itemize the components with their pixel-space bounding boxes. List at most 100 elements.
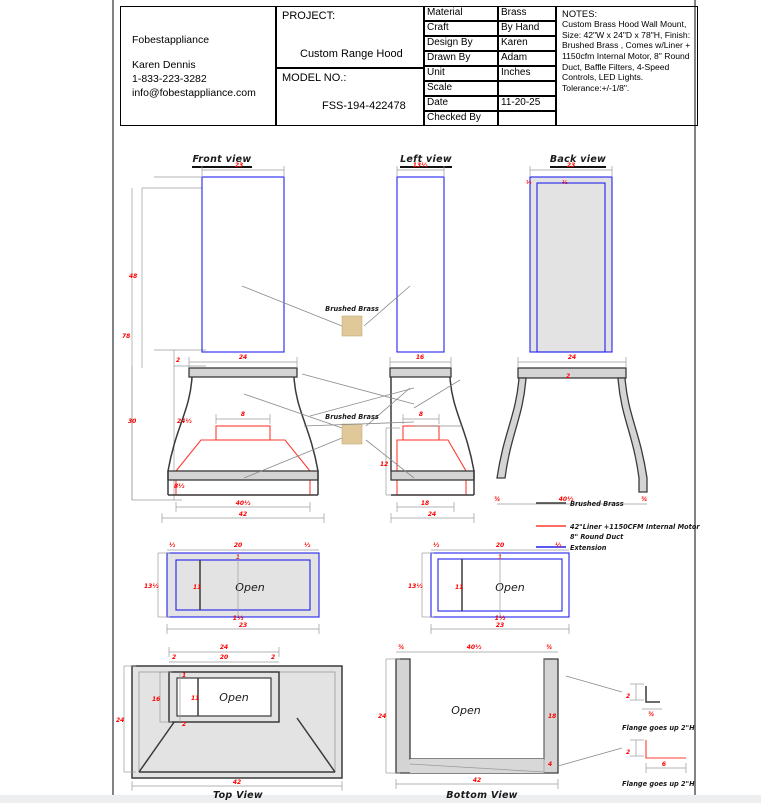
- spec-label-cell: [424, 66, 498, 81]
- dim-dr-inner-height: 11: [455, 584, 463, 591]
- dim-dl-left-gap: ½: [169, 542, 176, 549]
- dim-flange-up-b: 2: [626, 749, 630, 756]
- spec-value: Inches: [501, 67, 531, 78]
- dim-top-open-depth: 11: [191, 695, 199, 702]
- dim-dr-bottom-gap: 1½: [495, 615, 506, 622]
- spec-label: Date: [427, 97, 449, 108]
- back-view-title: Back view: [550, 154, 606, 165]
- drawing-svg: Front view Left view Back view: [116, 154, 700, 801]
- spec-label: Design By: [427, 37, 473, 48]
- bottom-view: ¾ 40½ ¾ Open 18 4 24: [378, 644, 695, 789]
- dim-top-left-step: 2: [172, 654, 176, 661]
- spec-label-cell: [424, 51, 498, 66]
- dim-bot-right-wall: ¾: [546, 644, 552, 651]
- legend-label-1b: 8" Round Duct: [570, 533, 624, 541]
- dim-top-band-width: 24: [220, 644, 228, 651]
- spec-value-cell: [498, 81, 556, 96]
- spec-value: Adam: [501, 52, 528, 63]
- dim-front-overall-height: 78: [122, 333, 130, 340]
- dim-front-apron-height: 8½: [174, 483, 185, 490]
- dim-front-duct-width: 8: [241, 411, 245, 418]
- bottom-view-title: Bottom View: [446, 790, 518, 801]
- spec-value: Karen: [501, 37, 528, 48]
- spec-value-cell: [498, 66, 556, 81]
- top-view-open-label: Open: [219, 691, 248, 704]
- dim-top-front-gap-top: 1: [182, 672, 186, 679]
- spec-label-cell: [424, 36, 498, 51]
- legend-label-2: Extension: [570, 544, 607, 552]
- dim-dr-outer-width: 23: [496, 622, 504, 629]
- left-view-title: Left view: [400, 154, 452, 165]
- dim-top-inner-width: 20: [220, 654, 228, 661]
- page-margin-bottom: [0, 795, 761, 803]
- spec-label: Scale: [427, 82, 453, 93]
- spec-value-cell: [498, 6, 556, 21]
- dim-dr-outer-height: 13½: [408, 583, 423, 590]
- dim-back-standoff: 2: [566, 373, 570, 380]
- dim-back-wall-gap-left: ½: [526, 179, 532, 186]
- page-margin-right: [698, 0, 761, 795]
- dim-back-chimney-width: 23: [567, 162, 575, 169]
- dim-front-chimney-width: 23: [235, 162, 243, 169]
- flange-note-lower: Flange goes up 2"H: [622, 780, 695, 788]
- dim-dl-outer-height: 13½: [144, 583, 159, 590]
- spec-label-cell: [424, 81, 498, 96]
- dim-bot-left-wall: ¾: [398, 644, 404, 651]
- dim-bot-open-depth: 18: [548, 713, 556, 720]
- model-label: MODEL NO.:: [282, 72, 347, 84]
- dim-dl-outer-width: 23: [239, 622, 247, 629]
- dim-front-hood-zone: 30: [128, 418, 136, 425]
- detail-right-open-label: Open: [495, 581, 524, 594]
- dim-dl-bottom-gap: 1½: [233, 615, 244, 622]
- project-cell: [276, 6, 424, 68]
- dim-front-hood-top-width: 24: [239, 354, 247, 361]
- dim-left-canopy-height: 12: [380, 461, 388, 468]
- spec-value: Brass: [501, 7, 527, 18]
- dim-top-front-gap-bottom: 2: [182, 721, 186, 728]
- page-margin-left: [0, 0, 112, 795]
- back-view: 23 ½ ½ 24 2 2: [494, 162, 648, 505]
- contact-email: info@fobestappliance.com: [132, 87, 256, 99]
- dim-bot-inner-width: 40½: [467, 644, 482, 651]
- dim-bot-depth: 24: [378, 713, 386, 720]
- dim-left-liner-depth: 18: [421, 500, 429, 507]
- spec-label-cell: [424, 96, 498, 111]
- dim-front-overall-width: 42: [239, 511, 247, 518]
- dim-front-top-offset: 2: [176, 357, 180, 364]
- drawing-sheet: Fobestappliance Karen Dennis 1-833-223-3…: [112, 0, 700, 801]
- dim-bot-overall-width: 42: [473, 777, 481, 784]
- spec-label: Unit: [427, 67, 445, 78]
- dim-front-liner-width: 40½: [236, 500, 251, 507]
- dim-top-depth: 24: [116, 717, 124, 724]
- dim-flange-up-a: 2: [626, 693, 630, 700]
- project-value: Custom Range Hood: [300, 48, 403, 60]
- dim-back-foot-right: ¾: [641, 496, 647, 503]
- detail-left-open-label: Open: [235, 581, 264, 594]
- drawing-canvas: Front view Left view Back view: [114, 126, 700, 801]
- dim-flange-len-b: 6: [662, 761, 666, 768]
- contact-name: Karen Dennis: [132, 59, 196, 71]
- legend-label-1: 42"Liner +1150CFM Internal Motor: [570, 523, 700, 531]
- top-view-title: Top View: [213, 790, 263, 801]
- spec-label-cell: [424, 111, 498, 126]
- dim-dl-right-gap: ½: [304, 542, 311, 549]
- dim-dr-left-gap: ½: [433, 542, 440, 549]
- contact-phone: 1-833-223-3282: [132, 73, 207, 85]
- model-cell: [276, 68, 424, 126]
- dim-dr-inner-width: 20: [496, 542, 504, 549]
- notes-cell: [556, 6, 698, 126]
- dim-dl-inner-width: 20: [234, 542, 242, 549]
- spec-value-cell: [498, 36, 556, 51]
- front-view: 48 78 30 24½ 8½ 2: [122, 162, 325, 523]
- title-block: Fobestappliance Karen Dennis 1-833-223-3…: [114, 6, 698, 126]
- model-value: FSS-194-422478: [322, 100, 406, 112]
- spec-label-cell: [424, 21, 498, 36]
- left-view: 13½ 16 8: [380, 162, 475, 523]
- dim-left-overall-depth: 24: [428, 511, 436, 518]
- spec-value-cell: [498, 21, 556, 36]
- brass-swatch-upper: [341, 315, 363, 337]
- spec-value-cell: [498, 51, 556, 66]
- legend: Brushed Brass 42"Liner +1150CFM Internal…: [536, 500, 700, 552]
- spec-value-cell: [498, 111, 556, 126]
